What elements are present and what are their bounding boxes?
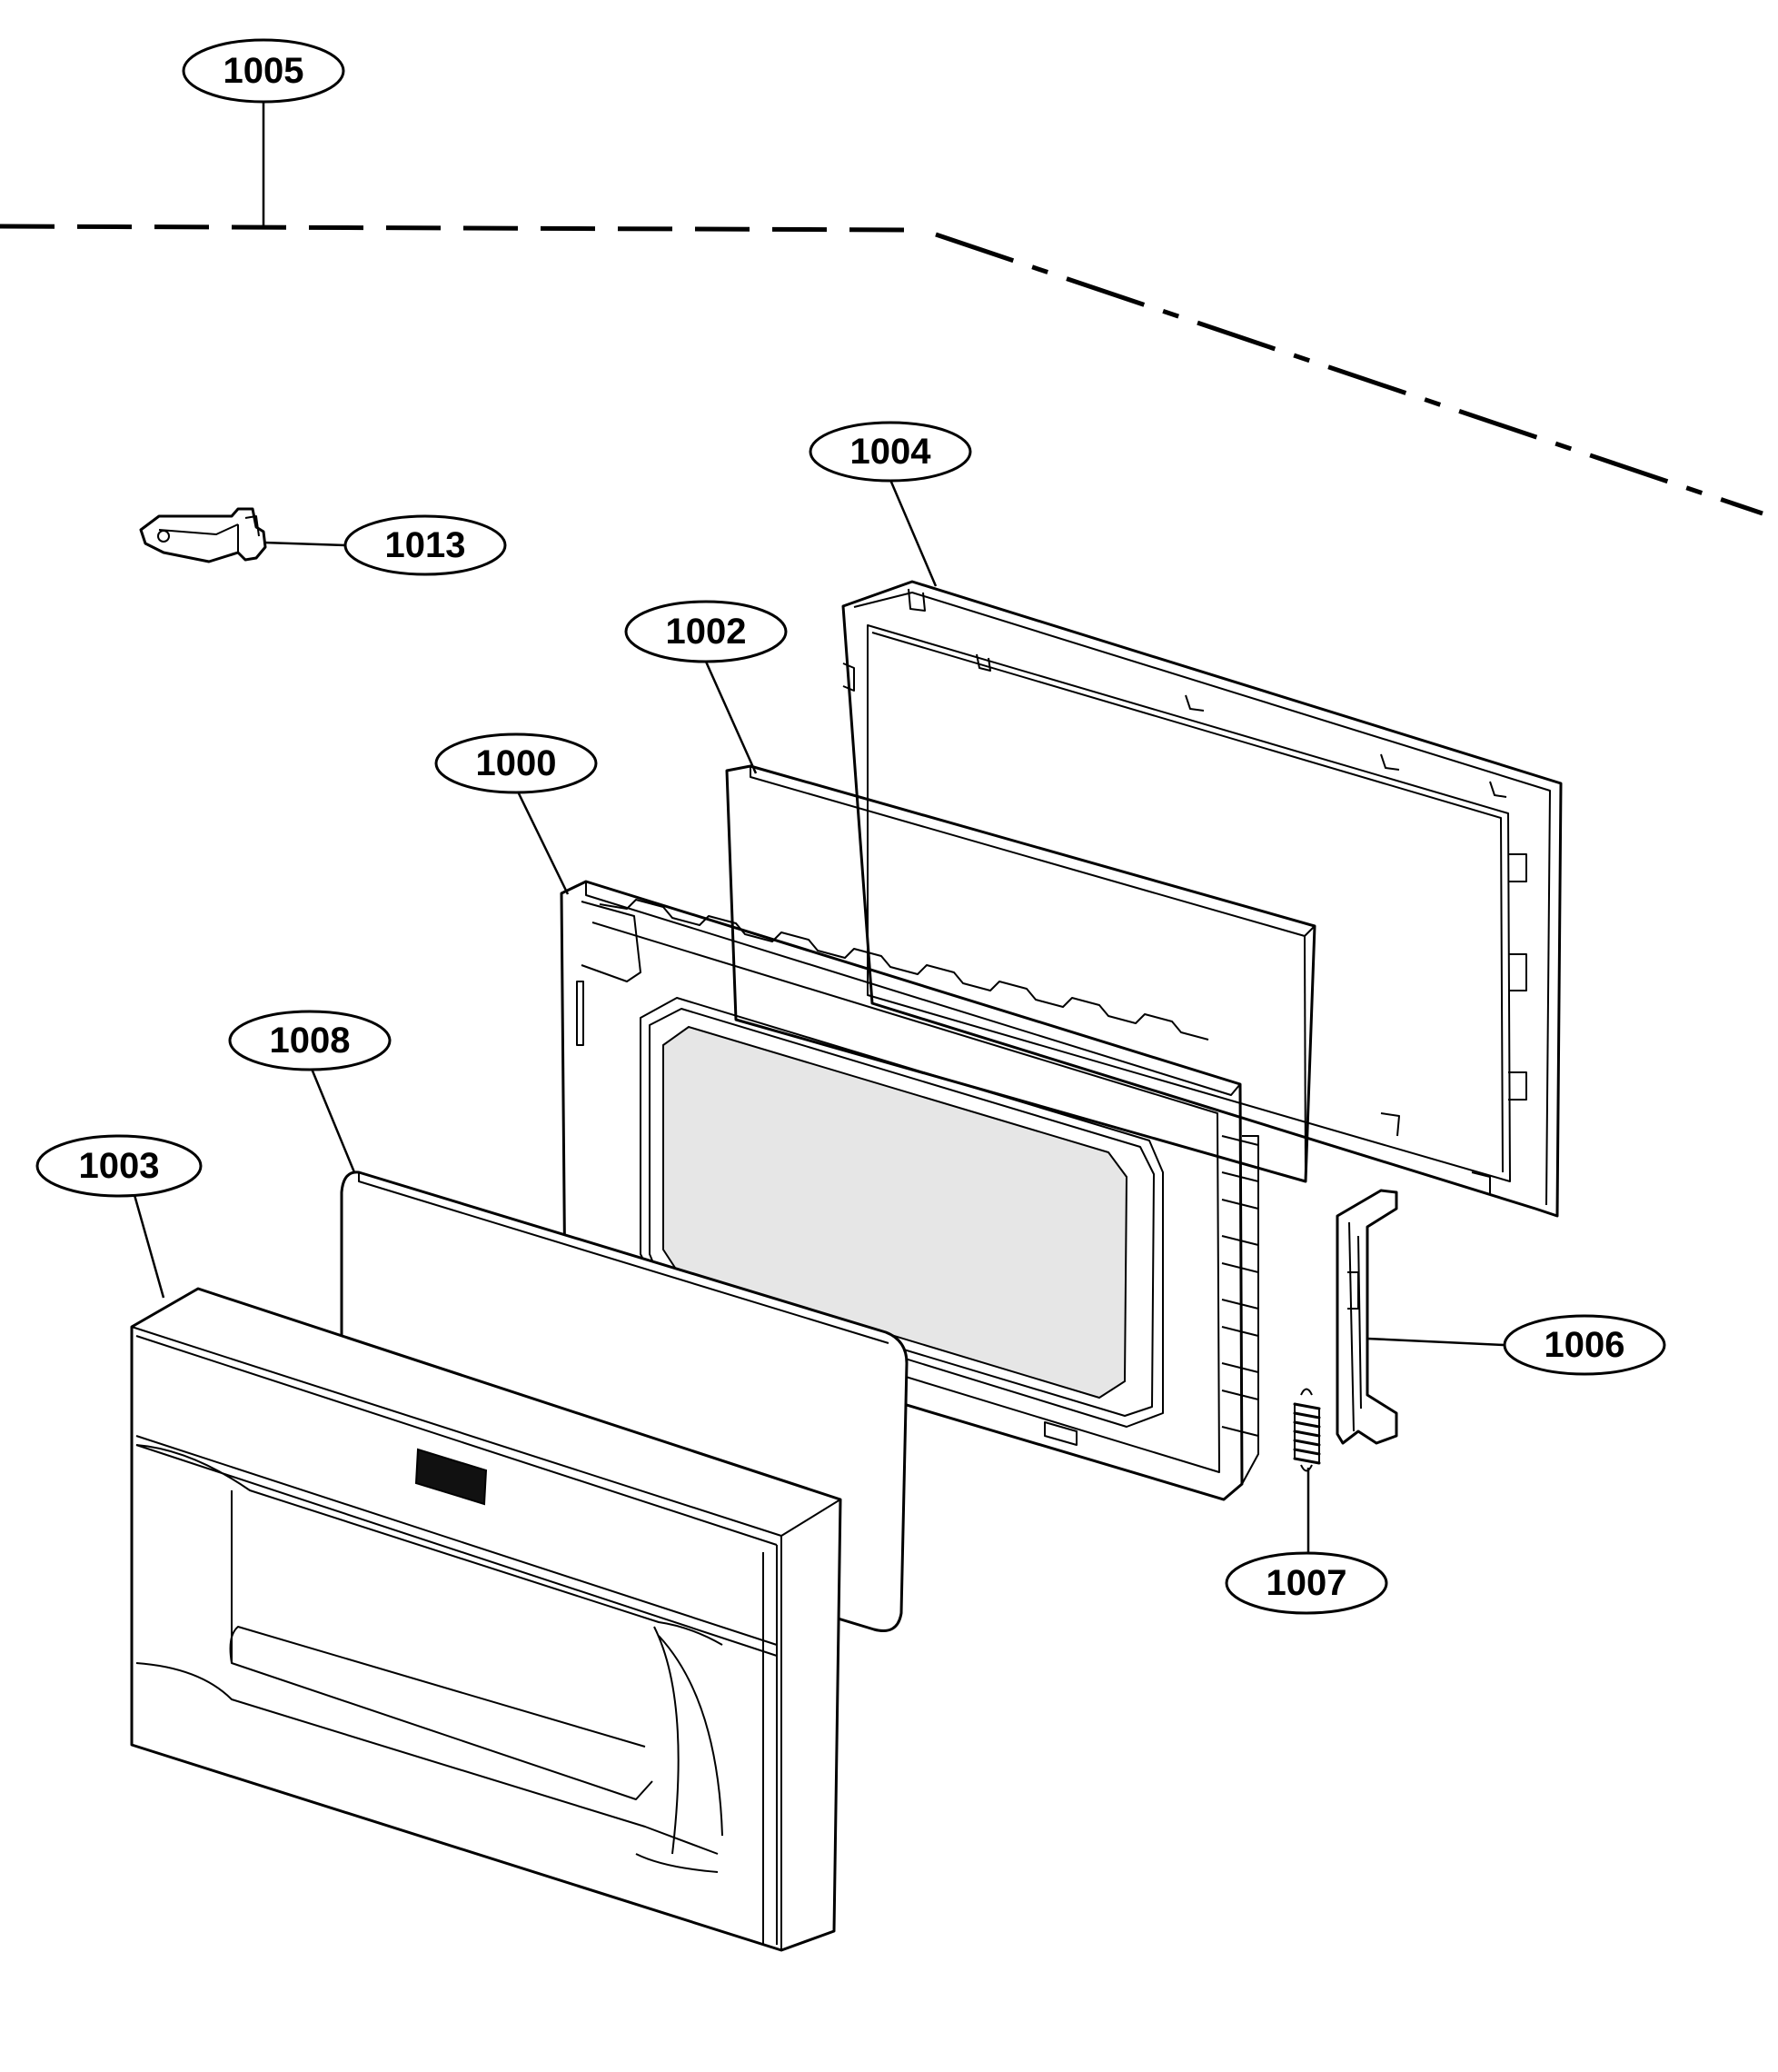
callout-1000: 1000 — [434, 732, 598, 794]
leader-lines — [133, 102, 1505, 1552]
part-1003-door-front — [130, 1287, 842, 1952]
callout-1005: 1005 — [182, 38, 345, 104]
svg-text:1005: 1005 — [223, 51, 304, 91]
part-1004-rear-frame — [841, 580, 1563, 1218]
svg-text:1008: 1008 — [270, 1021, 351, 1061]
callout-1002: 1002 — [624, 600, 788, 663]
part-1013-latch-bracket — [139, 507, 267, 563]
callout-1003: 1003 — [35, 1134, 203, 1198]
svg-text:1006: 1006 — [1545, 1325, 1625, 1365]
callout-1008: 1008 — [228, 1010, 392, 1071]
svg-text:1013: 1013 — [385, 525, 466, 565]
callout-1006: 1006 — [1503, 1314, 1666, 1376]
callout-1013: 1013 — [343, 514, 507, 576]
svg-text:1004: 1004 — [850, 432, 932, 472]
svg-text:1007: 1007 — [1266, 1563, 1347, 1603]
part-1002-panel — [725, 764, 1316, 1183]
callout-1004: 1004 — [809, 421, 972, 483]
svg-text:1002: 1002 — [666, 612, 747, 652]
svg-text:1003: 1003 — [79, 1146, 160, 1186]
part-1005-dashed-outline — [0, 224, 1763, 516]
part-1006-latch-hook — [1336, 1189, 1398, 1445]
callout-1007: 1007 — [1225, 1551, 1388, 1615]
part-1007-spring — [1293, 1388, 1321, 1472]
svg-text:1000: 1000 — [476, 743, 557, 783]
